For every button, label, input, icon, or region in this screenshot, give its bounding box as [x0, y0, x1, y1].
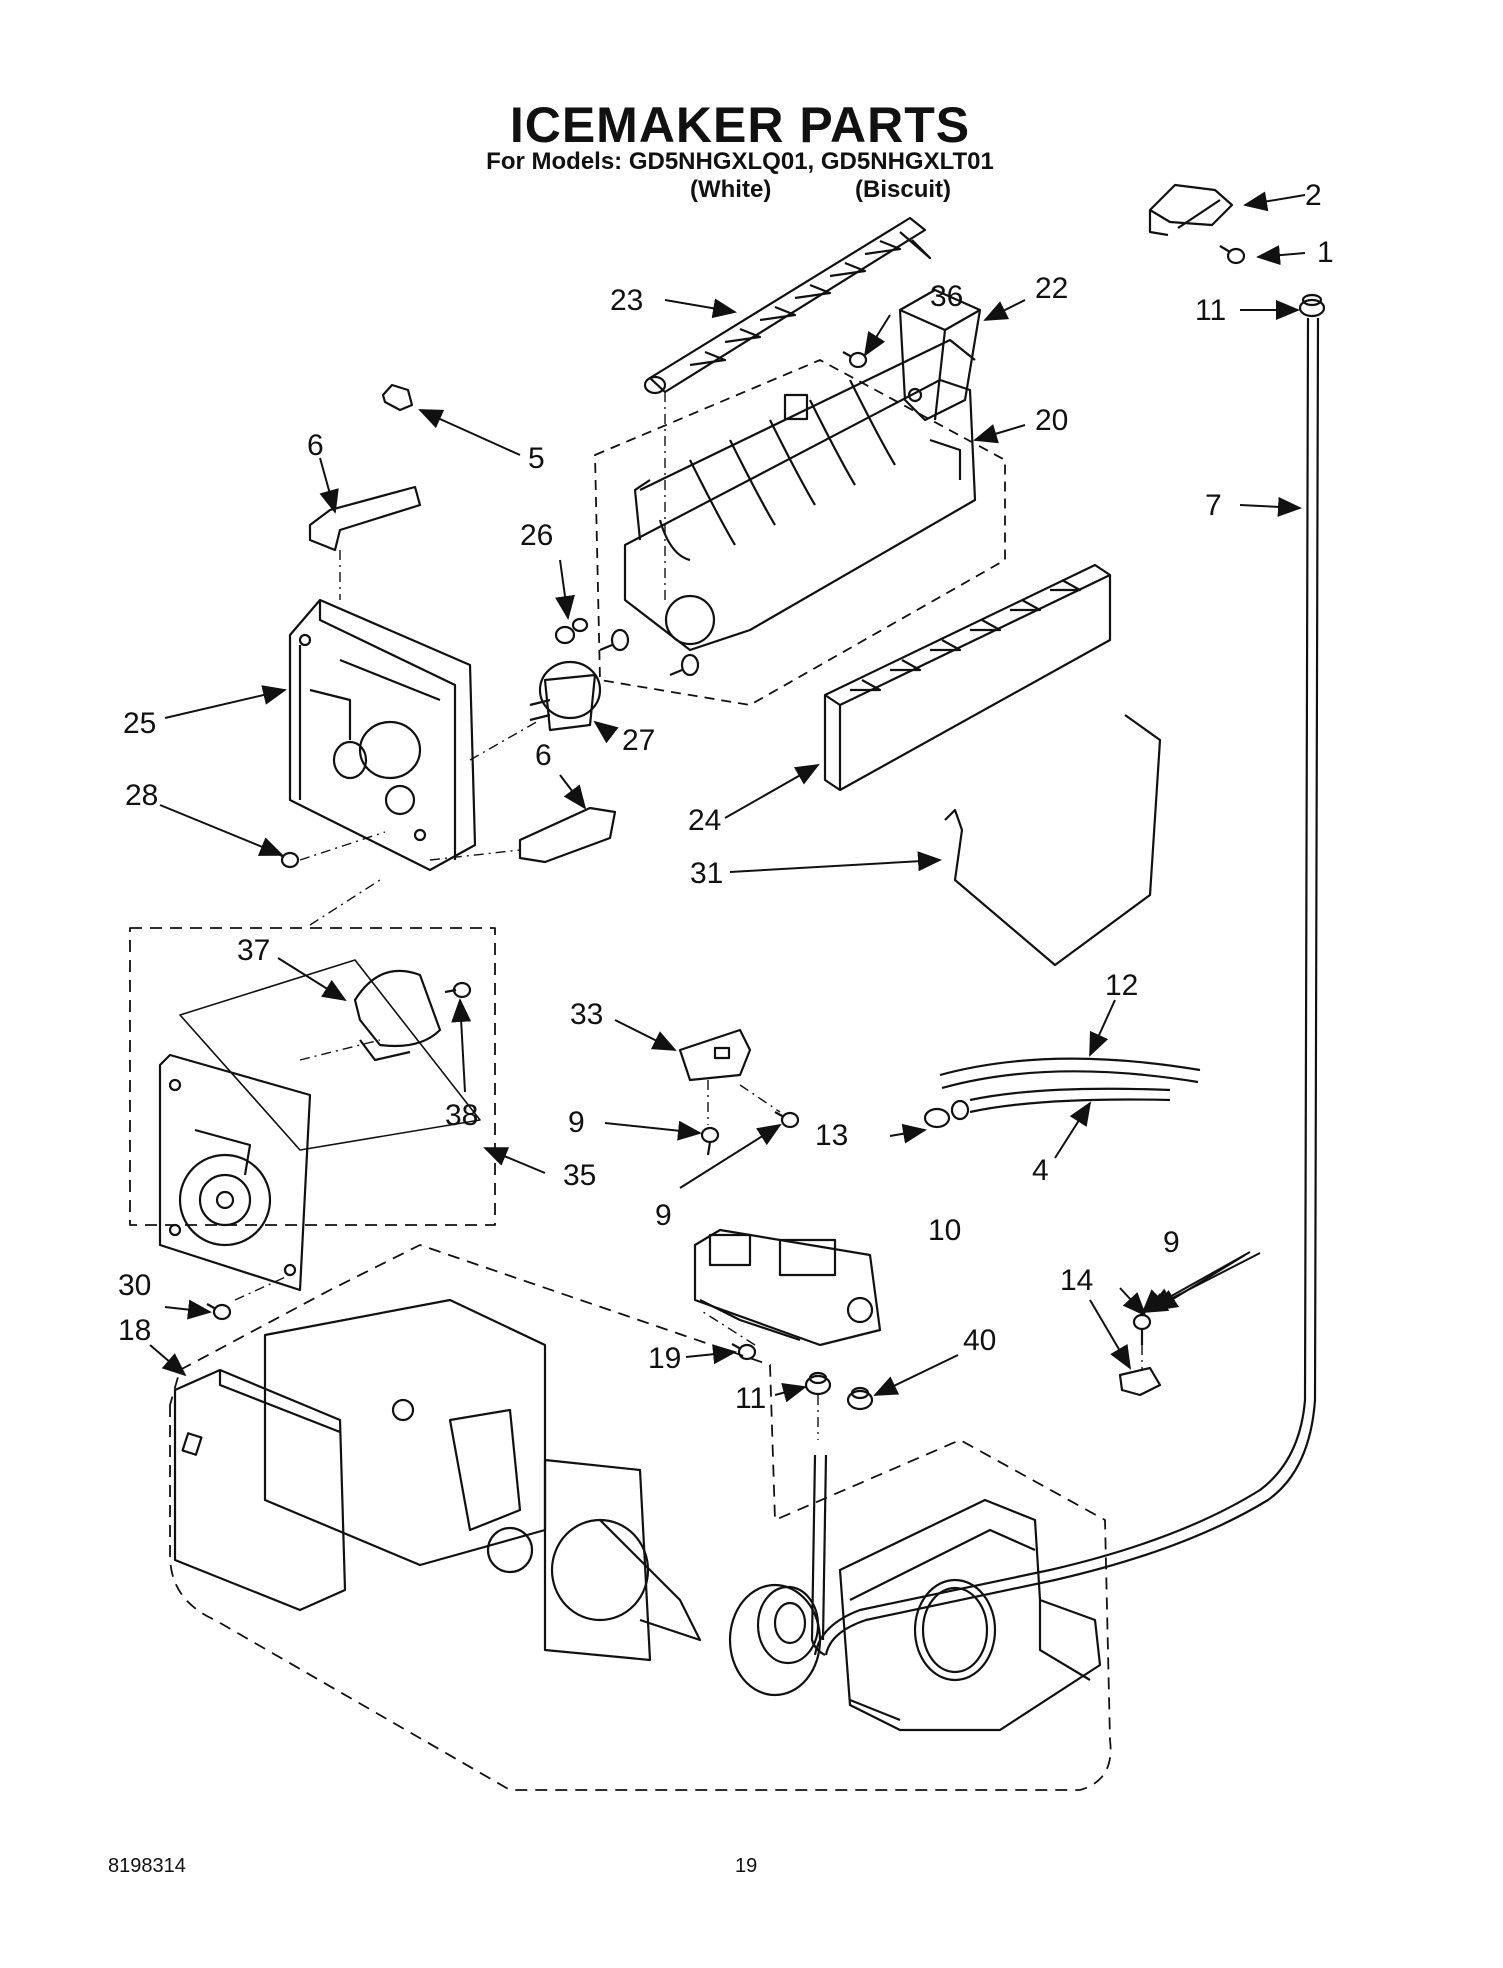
part-6-shield-bottom [518, 806, 617, 864]
callout-18: 18 [118, 1314, 151, 1347]
callout-20: 20 [1035, 404, 1068, 437]
part-38-screw [444, 981, 472, 999]
callout-19: 19 [648, 1342, 681, 1375]
page-number: 19 [735, 1855, 758, 1877]
callout-40: 40 [963, 1324, 996, 1357]
callout-36: 36 [930, 280, 963, 313]
callout-6-top: 6 [307, 429, 324, 462]
fan-blower [728, 1583, 822, 1697]
callout-9-c: 9 [1163, 1226, 1180, 1259]
callout-31: 31 [690, 857, 723, 890]
callout-9-a: 9 [568, 1106, 585, 1139]
blower-housing [838, 1498, 1102, 1732]
variant-white: (White) [690, 176, 772, 203]
callout-37: 37 [237, 934, 270, 967]
callout-25: 25 [123, 707, 156, 740]
part-12-tube [939, 1057, 1201, 1090]
callout-7: 7 [1205, 489, 1222, 522]
callout-5: 5 [528, 442, 545, 475]
callout-28: 28 [125, 779, 158, 812]
callout-13: 13 [815, 1119, 848, 1152]
document-number: 8198314 [108, 1855, 186, 1877]
part-37-motor [353, 969, 442, 1062]
part-40-nut [846, 1386, 874, 1411]
part-11-nut-bottom [804, 1371, 832, 1396]
variant-biscuit: (Biscuit) [855, 176, 951, 203]
callout-33: 33 [570, 998, 603, 1031]
part-24-stripper [823, 563, 1112, 792]
callout-38: 38 [445, 1099, 478, 1132]
part-6-shield-top [308, 485, 422, 552]
part-1-screw [1219, 245, 1246, 265]
callout-4: 4 [1032, 1154, 1049, 1187]
part-26-spring [554, 617, 589, 645]
part-9-screw-a [700, 1126, 720, 1156]
part-18-motor-cover [173, 1298, 702, 1662]
callout-14: 14 [1060, 1264, 1093, 1297]
part-2-bracket [1148, 183, 1234, 237]
part-11-nut [1298, 293, 1326, 318]
part-23-ejector [643, 216, 932, 395]
callout-35: 35 [563, 1159, 596, 1192]
part-25-housing [288, 598, 477, 872]
callout-12: 12 [1105, 969, 1138, 1002]
callout-27: 27 [622, 724, 655, 757]
part-9-screw-b [774, 1111, 800, 1129]
callout-2: 2 [1305, 179, 1322, 212]
callout-30: 30 [118, 1269, 151, 1302]
part-7-fill-tube [813, 317, 1320, 1656]
part-14-clamp [1118, 1366, 1162, 1397]
part-4-tube [969, 1087, 1171, 1114]
page-title: ICEMAKER PARTS [509, 97, 971, 153]
callout-10: 10 [928, 1214, 961, 1247]
callout-6-bottom: 6 [535, 739, 552, 772]
callout-24: 24 [688, 804, 721, 837]
callout-11-top: 11 [1195, 294, 1226, 327]
part-13-nut [923, 1099, 970, 1129]
part-10-water-valve [693, 1228, 882, 1347]
part-9-screw-c [1132, 1313, 1152, 1345]
model-list: For Models: GD5NHGXLQ01, GD5NHGXLT01 [486, 148, 994, 175]
part-36-screw [842, 351, 868, 369]
callout-26: 26 [520, 519, 553, 552]
part-35-motor-plate [158, 1053, 312, 1292]
part-33-bracket [678, 1028, 752, 1082]
callout-9-b: 9 [655, 1199, 672, 1232]
part-19-screw [731, 1343, 757, 1361]
callout-23: 23 [610, 284, 643, 317]
callout-22: 22 [1035, 272, 1068, 305]
part-30-screw [206, 1303, 232, 1321]
callout-1: 1 [1317, 236, 1334, 269]
part-27-thermostat [529, 660, 602, 732]
part-20-mold [599, 338, 977, 677]
part-31-shutoff-arm [944, 714, 1162, 967]
callout-11-bottom: 11 [735, 1382, 766, 1415]
part-5-clip [381, 383, 414, 412]
